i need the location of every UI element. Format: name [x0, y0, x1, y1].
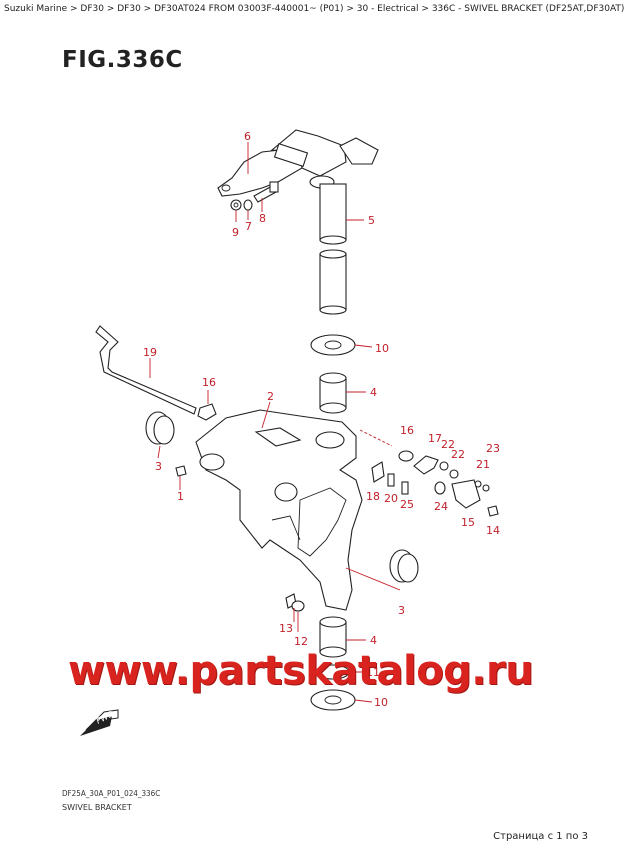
- part-4-bushing-lower[interactable]: [319, 616, 347, 658]
- callout-13[interactable]: 13: [279, 622, 293, 635]
- part-6-bracket[interactable]: [217, 129, 379, 197]
- callout-8[interactable]: 8: [259, 212, 266, 225]
- part-25-spring[interactable]: [401, 481, 409, 495]
- part-22-washer-b[interactable]: [449, 469, 459, 479]
- callout-10[interactable]: 10: [375, 342, 389, 355]
- callout-3-right[interactable]: 3: [398, 604, 405, 617]
- breadcrumb-item-3[interactable]: DF30: [117, 4, 141, 14]
- callout-20[interactable]: 20: [384, 492, 398, 505]
- breadcrumb-item-4[interactable]: DF30AT024 FROM 03003F-440001~ (P01): [154, 4, 344, 14]
- part-16-collar-right[interactable]: [398, 450, 414, 462]
- callout-15[interactable]: 15: [461, 516, 475, 529]
- callout-7[interactable]: 7: [245, 220, 252, 233]
- breadcrumb-item-1[interactable]: Suzuki Marine: [4, 4, 68, 14]
- callout-14[interactable]: 14: [486, 524, 500, 537]
- breadcrumb-item-2[interactable]: DF30: [80, 4, 104, 14]
- callout-24[interactable]: 24: [434, 500, 448, 513]
- part-5-shaft[interactable]: [319, 183, 347, 315]
- callout-21[interactable]: 21: [476, 458, 490, 471]
- part-15-lever[interactable]: [451, 479, 481, 509]
- part-2-swivel-bracket[interactable]: [195, 409, 363, 611]
- part-10-washer[interactable]: [310, 334, 356, 356]
- callout-12[interactable]: 12: [294, 635, 308, 648]
- part-24-bushing[interactable]: [434, 481, 446, 495]
- callout-9[interactable]: 9: [232, 226, 239, 239]
- figure-code: DF25A_30A_P01_024_336C: [62, 789, 161, 798]
- breadcrumb: Suzuki Marine > DF30 > DF30 > DF30AT024 …: [4, 4, 624, 14]
- part-8-bolt[interactable]: [253, 181, 279, 203]
- part-3-bushing-left[interactable]: [145, 411, 175, 445]
- callout-10-lower[interactable]: 10: [374, 696, 388, 709]
- part-18-plate[interactable]: [371, 461, 385, 483]
- callout-16[interactable]: 16: [202, 376, 216, 389]
- callout-11[interactable]: 11: [366, 666, 380, 679]
- part-3-bushing-right[interactable]: [389, 549, 419, 583]
- callout-16-right[interactable]: 16: [400, 424, 414, 437]
- callout-25[interactable]: 25: [400, 498, 414, 511]
- part-17-link[interactable]: [413, 455, 439, 475]
- callout-19[interactable]: 19: [143, 346, 157, 359]
- callout-18[interactable]: 18: [366, 490, 380, 503]
- figure-caption: SWIVEL BRACKET: [62, 803, 132, 812]
- part-20-spring[interactable]: [387, 473, 395, 487]
- breadcrumb-item-6: 336C - SWIVEL BRACKET (DF25AT,DF30AT): [431, 4, 624, 14]
- part-4-bushing[interactable]: [319, 372, 347, 414]
- part-7-washer[interactable]: [243, 199, 253, 211]
- figure-title: FIG.336C: [62, 47, 183, 73]
- page-indicator: Страница с 1 по 3: [493, 831, 588, 842]
- callouts: 6 9 7 8 5 10 19 16 2 4 3 1 16 17 22 22 2…: [143, 130, 500, 709]
- part-23-clip[interactable]: [482, 484, 490, 492]
- part-19-tilt-rod[interactable]: [95, 325, 197, 415]
- callout-23[interactable]: 23: [486, 442, 500, 455]
- callout-6[interactable]: 6: [244, 130, 251, 143]
- part-9-nut[interactable]: [230, 199, 242, 211]
- callout-5[interactable]: 5: [368, 214, 375, 227]
- breadcrumb-item-5[interactable]: 30 - Electrical: [356, 4, 419, 14]
- watermark: www.partskatalog.ru: [68, 648, 534, 694]
- callout-22-b[interactable]: 22: [451, 448, 465, 461]
- callout-22-a[interactable]: 22: [441, 438, 455, 451]
- part-12-washer[interactable]: [291, 600, 305, 612]
- part-22-washer-a[interactable]: [439, 461, 449, 471]
- part-16-collar[interactable]: [197, 403, 217, 421]
- fwd-arrow-icon: FWD: [80, 709, 119, 736]
- leader-lines: [149, 142, 401, 703]
- callout-17[interactable]: 17: [428, 432, 442, 445]
- part-1-grease-nipple[interactable]: [175, 465, 187, 477]
- callout-1[interactable]: 1: [177, 490, 184, 503]
- callout-4[interactable]: 4: [370, 386, 377, 399]
- callout-3[interactable]: 3: [155, 460, 162, 473]
- callout-4-lower[interactable]: 4: [370, 634, 377, 647]
- callout-2[interactable]: 2: [267, 390, 274, 403]
- parts-diagram: FWD 6 9 7 8 5 10 19 16 2 4 3 1 16: [80, 129, 500, 736]
- part-14-nut[interactable]: [487, 505, 499, 517]
